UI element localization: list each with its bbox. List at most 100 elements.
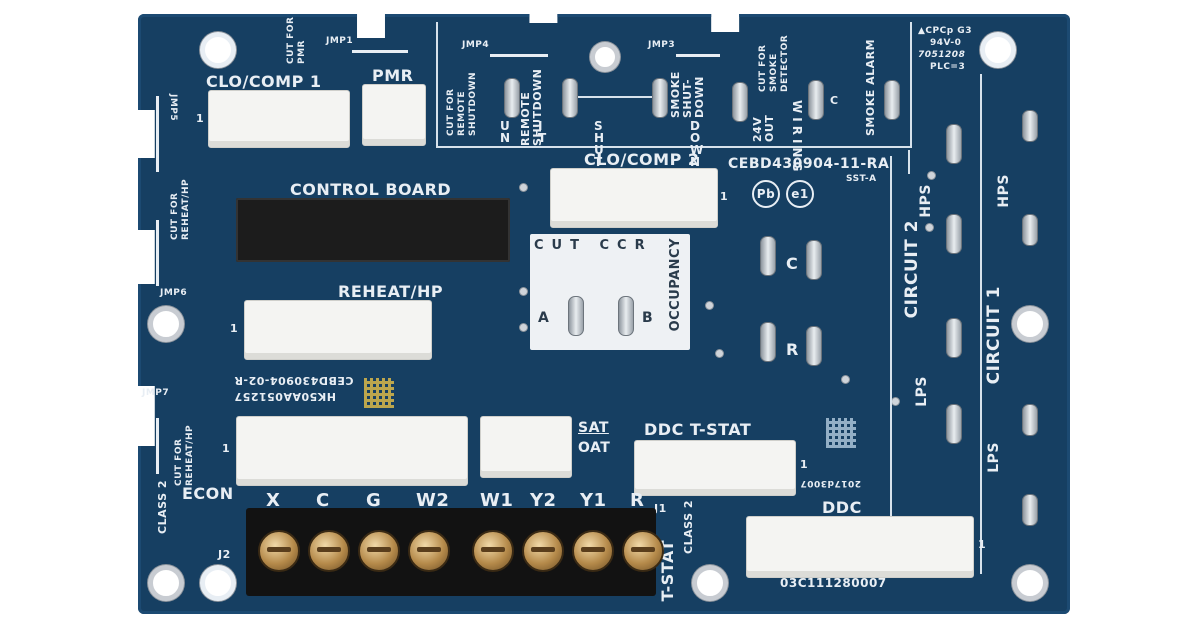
terminal-screw-y2[interactable] [522, 530, 564, 572]
via [842, 376, 849, 383]
shutdown-letter: T [594, 155, 603, 169]
occupancy-terminal-a [568, 296, 584, 336]
cut-reheat-hp-bottom-label: CUT FOR REHEAT/HP [174, 424, 195, 486]
datamatrix-code [364, 378, 394, 408]
smoke-alarm-terminal-2 [884, 80, 900, 120]
terminal-label-w1: W1 [480, 490, 514, 511]
jmp1-label: JMP1 [326, 36, 354, 46]
via [520, 288, 527, 295]
rating-mark: 94V-0 [930, 38, 962, 48]
plc-mark: PLC=3 [930, 62, 966, 72]
terminal-screw-c[interactable] [308, 530, 350, 572]
terminal-label-r: R [630, 490, 645, 511]
jumper-jmp7 [156, 418, 159, 474]
r-terminal-1 [760, 322, 776, 362]
pin-1-marker: 1 [720, 190, 729, 203]
24v-out-label: 24V OUT [751, 114, 776, 142]
lps-circuit-1-terminal-2 [1022, 494, 1038, 526]
jumper-jmp5 [156, 96, 159, 172]
terminal-label-y2: Y2 [530, 490, 557, 511]
j1-label: J1 [654, 502, 667, 515]
via [926, 224, 933, 231]
control-board-label: CONTROL BOARD [290, 180, 452, 199]
lot-mark: 7051208 [918, 50, 966, 60]
mounting-hole [148, 306, 184, 342]
pin-1-marker: 1 [978, 538, 987, 551]
sat-oat-connector [480, 416, 572, 478]
via [928, 172, 935, 179]
silk-line [908, 150, 910, 174]
lps-circuit-2-terminal-2 [946, 404, 962, 444]
pin-1-marker: 1 [800, 458, 809, 471]
control-board-header [236, 198, 510, 262]
shutdown-letter: U [594, 143, 605, 157]
shutdown-letter: D [690, 119, 701, 133]
cut-reheat-hp-top-label: CUT FOR REHEAT/HP [170, 178, 191, 240]
jmp7-label: JMP7 [142, 388, 170, 398]
mounting-hole [590, 42, 620, 72]
mounting-hole [692, 565, 728, 601]
jmp6-label: JMP6 [160, 288, 188, 298]
ddc-label: DDC [822, 498, 862, 517]
e1-mark: e1 [786, 180, 814, 208]
jumper-jmp6 [156, 220, 159, 286]
clo-comp-2-connector [550, 168, 718, 228]
lps-circuit-1-terminal-1 [1022, 404, 1038, 436]
via [520, 324, 527, 331]
24v-out-terminal [732, 82, 748, 122]
bottom-code-label: 03C111280007 [780, 576, 887, 590]
occupancy-terminal-b [618, 296, 634, 336]
econ-connector [236, 416, 468, 486]
b-label: B [642, 310, 654, 326]
r-terminal-2 [806, 326, 822, 366]
smoke-alarm-terminal-1 [808, 80, 824, 120]
pb-free-mark: Pb [752, 180, 780, 208]
terminal-screw-w1[interactable] [472, 530, 514, 572]
mounting-hole [148, 565, 184, 601]
terminal-screw-y1[interactable] [572, 530, 614, 572]
cpc-mark: ▲CPCp G3 [918, 26, 972, 36]
shutdown-letter: O [690, 131, 701, 145]
oat-label: OAT [578, 440, 611, 456]
shutdown-letter: S [594, 119, 604, 133]
c-terminal-2 [806, 240, 822, 280]
pin-1-marker: 1 [230, 322, 239, 335]
sst-label: SST-A [846, 174, 877, 184]
terminal-screw-g[interactable] [358, 530, 400, 572]
jmp5-label: JMP5 [168, 94, 178, 122]
c-top-label: C [830, 94, 839, 107]
circuit-1-label: CIRCUIT 1 [984, 286, 1004, 385]
terminal-label-w2: W2 [416, 490, 450, 511]
j2-label: J2 [218, 548, 231, 561]
reheat-hp-connector [244, 300, 432, 360]
circuit-divider [980, 74, 982, 574]
terminal-screw-r[interactable] [622, 530, 664, 572]
hps-circuit-2-terminal-1 [946, 124, 962, 164]
c-mid-label: C [786, 254, 799, 273]
shutdown-letter: U [500, 119, 511, 133]
clo-comp-2-label: CLO/COMP 2 [584, 150, 700, 169]
smoke-alarm-label: SMOKE ALARM [864, 38, 877, 136]
terminal-screw-w2[interactable] [408, 530, 450, 572]
hps-circuit-1-terminal-1 [1022, 110, 1038, 142]
shutdown-letter: N [500, 131, 511, 145]
terminal-label-y1: Y1 [580, 490, 607, 511]
class-2-right-label: CLASS 2 [682, 500, 695, 554]
via [706, 302, 713, 309]
shutdown-letter: N [690, 155, 701, 169]
lps-circuit-2-terminal-1 [946, 318, 962, 358]
cut-smoke-detector-label: CUT FOR SMOKE DETECTOR [758, 34, 790, 92]
smoke-shutdown-terminal [652, 78, 668, 118]
occupancy-area: CUT CCR A B OCCUPANCY [530, 234, 690, 350]
jmp4-label: JMP4 [462, 40, 490, 50]
pin-1-marker: 1 [222, 442, 231, 455]
reheat-hp-label: REHEAT/HP [338, 282, 444, 301]
board-code-label: HK50AA051257 [234, 390, 336, 403]
shutdown-letter: I [538, 119, 543, 133]
terminal-screw-x[interactable] [258, 530, 300, 572]
shutdown-letter: T [538, 131, 547, 145]
smoke-shutdown-label: SMOKE SHUT-DOWN [669, 71, 706, 118]
cut-remote-shutdown-label: CUT FOR REMOTE SHUTDOWN [446, 71, 478, 136]
pmr-label: PMR [372, 66, 414, 85]
